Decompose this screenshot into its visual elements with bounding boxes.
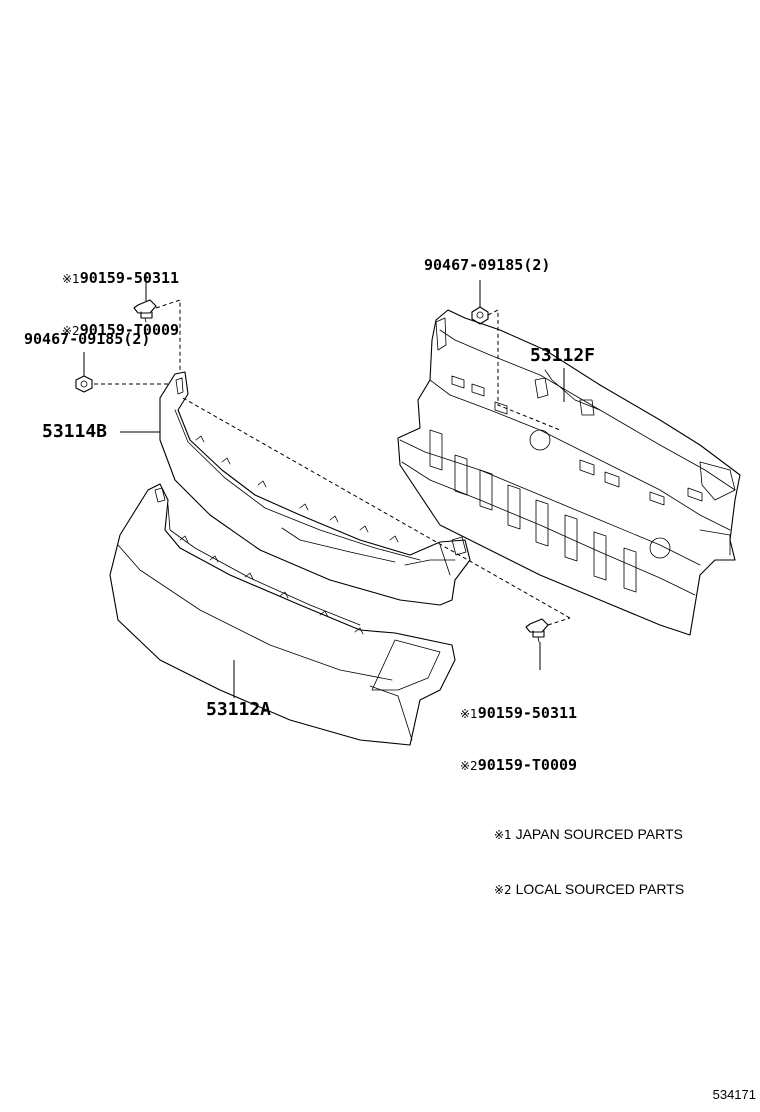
callout-screw-top: ※190159-50311 ※290159-T0009 [62, 236, 179, 374]
clip-right-dash [487, 309, 561, 431]
callout-cover-53112a: 53112A [206, 699, 272, 720]
reference-number: 534171 [712, 1087, 756, 1102]
legend: ※1 JAPAN SOURCED PARTS ※2 LOCAL SOURCED … [494, 789, 684, 935]
screw-bottom-dash [547, 617, 571, 626]
callout-screw-top-line2: ※290159-T0009 [62, 322, 179, 340]
mark-2: ※2 [460, 759, 478, 773]
callout-clip-left: 90467-09185(2) [24, 330, 151, 348]
callout-bracket-53114b: 53114B [42, 421, 108, 442]
mark-1: ※1 [62, 272, 80, 286]
legend-mark: ※2 [494, 883, 512, 897]
screw-bottom-icon [525, 618, 549, 643]
bracket-long-dash [182, 397, 571, 619]
legend-item-local: ※2 LOCAL SOURCED PARTS [494, 880, 684, 899]
part-number: 90159-T0009 [79, 321, 180, 339]
cover-53112a-shape [109, 483, 456, 746]
callout-screw-top-line1: ※190159-50311 [62, 270, 179, 288]
screw-top-icon [133, 299, 157, 323]
callout-screw-bottom-line2: ※290159-T0009 [460, 757, 577, 775]
legend-mark: ※1 [494, 828, 512, 842]
callout-panel-53112f: 53112F [530, 345, 596, 366]
part-number: 90159-50311 [477, 704, 578, 722]
legend-text: JAPAN SOURCED PARTS [515, 826, 683, 842]
panel-53112f-shape [397, 309, 741, 636]
part-number: 90159-50311 [79, 269, 180, 287]
callout-screw-bottom: ※190159-50311 ※290159-T0009 [460, 671, 577, 809]
screw-top-dash [155, 299, 181, 372]
mark-2: ※2 [62, 324, 80, 338]
part-number: 90159-T0009 [477, 756, 578, 774]
legend-text: LOCAL SOURCED PARTS [515, 881, 685, 897]
legend-item-japan: ※1 JAPAN SOURCED PARTS [494, 825, 684, 844]
bracket-53114b-shape [159, 371, 471, 606]
callout-clip-right: 90467-09185(2) [424, 256, 551, 274]
clip-left-icon [75, 375, 93, 393]
mark-1: ※1 [460, 707, 478, 721]
callout-screw-bottom-line1: ※190159-50311 [460, 705, 577, 723]
